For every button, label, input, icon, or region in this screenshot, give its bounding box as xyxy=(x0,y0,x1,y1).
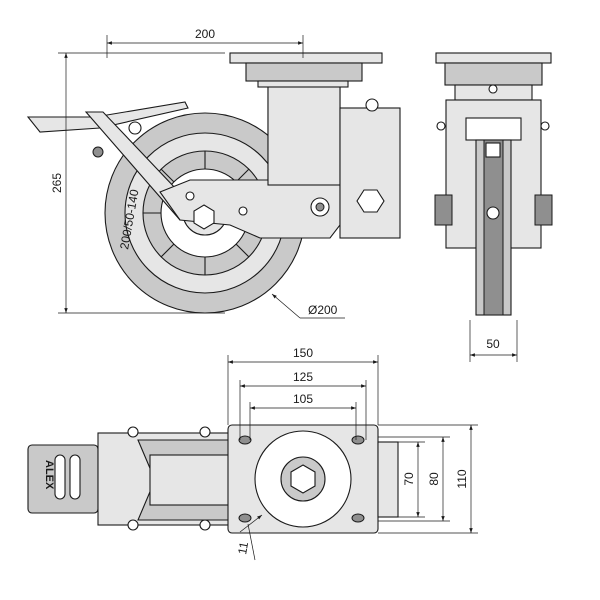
dim-70: 70 xyxy=(398,441,425,518)
top-plate xyxy=(227,424,399,534)
front-view: 50 xyxy=(434,52,553,362)
dim-70-label: 70 xyxy=(402,472,416,486)
dim-200-label: 200 xyxy=(195,27,215,41)
dim-150-label: 150 xyxy=(293,346,313,360)
dim-200: 200 xyxy=(106,27,304,58)
dim-125-label: 125 xyxy=(293,370,313,384)
side-top-plate xyxy=(229,52,383,88)
dim-110-label: 110 xyxy=(455,469,469,488)
dim-105: 105 xyxy=(249,392,357,440)
dim-80: 80 xyxy=(378,436,450,522)
side-fork xyxy=(159,84,401,239)
dim-50-label: 50 xyxy=(486,337,500,351)
dim-150: 150 xyxy=(227,346,379,425)
brake-pedal-pad: ALEX xyxy=(27,444,99,514)
dim-125: 125 xyxy=(239,370,367,440)
dim-110: 110 xyxy=(378,424,478,534)
dim-11-label: 11 xyxy=(235,541,251,556)
dim-265-label: 265 xyxy=(50,173,64,193)
top-view: ALEX 150 xyxy=(27,346,478,561)
dim-50: 50 xyxy=(469,320,518,362)
dim-11: 11 xyxy=(235,514,263,561)
dim-105-label: 105 xyxy=(293,392,313,406)
dim-80-label: 80 xyxy=(427,472,441,486)
dim-diameter-label: Ø200 xyxy=(308,303,338,317)
dim-diameter: Ø200 xyxy=(271,293,345,319)
side-view: 200 265 Ø200 200/50-140 xyxy=(26,27,401,319)
brand-label: ALEX xyxy=(43,460,55,490)
dim-265: 265 xyxy=(50,52,225,314)
